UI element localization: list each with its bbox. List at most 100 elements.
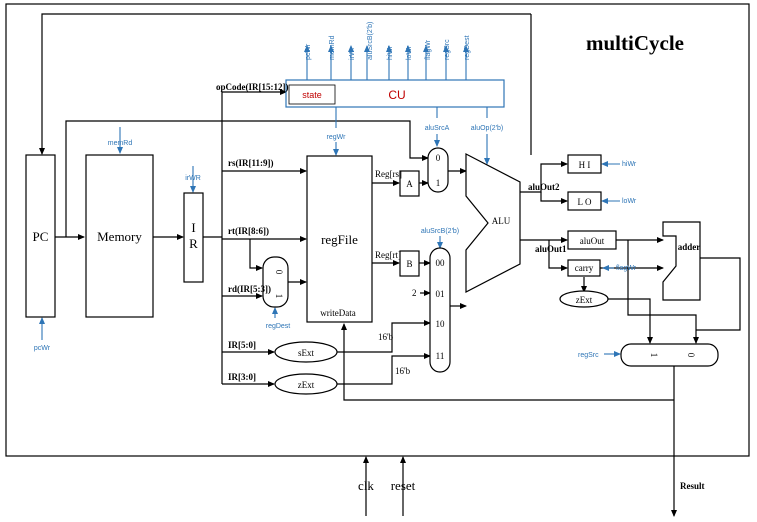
alu-block (465, 153, 521, 293)
regdest-mux-in1: 1 (274, 294, 284, 299)
zext-carry-block (559, 290, 609, 308)
cu-out-memrd-label: memRd (329, 35, 336, 60)
aluout1-label: aluOut1 (535, 244, 567, 254)
state-label: state (302, 90, 322, 100)
sext-label: sExt (298, 348, 315, 358)
pc-label: PC (33, 229, 49, 244)
sext-to-mux-wire (337, 320, 431, 353)
pc-top-feedback-wire (39, 13, 531, 155)
outer-frame (5, 3, 750, 457)
regdest-in-label: regDest (266, 323, 291, 330)
reg-rs-label: Reg[rs] (375, 169, 402, 179)
sext-block (274, 341, 338, 363)
result-label: Result (680, 481, 705, 491)
alusrcb-mux-in00: 00 (436, 258, 446, 268)
regsrc-in-label: regSrc (578, 352, 599, 359)
result-mux (620, 343, 719, 367)
reg-b-block (399, 250, 420, 277)
result-mux-in1: 1 (649, 353, 659, 358)
cu-out-irwr-label: irWr (349, 47, 356, 60)
zext-block (274, 373, 338, 395)
zext-carry-to-adder-wire (608, 298, 653, 344)
hi-block (567, 154, 602, 174)
result-mux-in0: 0 (686, 353, 696, 358)
aluout-down-wire (627, 240, 699, 344)
aluout-block (567, 230, 617, 250)
reg-rt-label: Reg[rt] (375, 250, 401, 260)
ir-label-bottom: R (189, 236, 198, 251)
aluout2-label: aluOut2 (528, 182, 560, 192)
flagwr-in-label: flagWr (616, 265, 637, 272)
ir-label-top: I (191, 220, 195, 235)
cu-out-hiwr-label: hiWr (387, 45, 394, 60)
rd-label: rd(IR[5:3]) (228, 284, 271, 294)
regdest-mux (262, 256, 289, 308)
cu-out-regdest-label: regDest (464, 35, 471, 60)
reg-a-label: A (406, 179, 413, 189)
bits16-a-label: 16'b (378, 332, 394, 342)
memrd-in-label: memRd (108, 140, 133, 147)
memory-block (85, 154, 154, 318)
alusrcb-mux-in10: 10 (436, 319, 446, 329)
pc-block (25, 154, 56, 318)
cu-out-alusrcb-label: aluSrcB(2'b) (367, 22, 374, 60)
ir30-label: IR[3:0] (228, 372, 256, 382)
cu-out-aluop-label: aluOp(2'b) (471, 125, 503, 132)
regfile-block (306, 155, 373, 323)
writedata-feedback-wire (341, 323, 674, 401)
alusrcb-mux-in11: 11 (436, 351, 445, 361)
bits16-b-label: 16'b (395, 366, 411, 376)
cu-out-alusrca-label: aluSrcA (425, 125, 450, 132)
lo-label: L O (578, 197, 592, 207)
cu-label: CU (388, 88, 405, 102)
pcwr-in-label: pcWr (34, 345, 51, 352)
alusrca-mux (427, 147, 449, 193)
carry-block (567, 259, 601, 277)
rt-label: rt(IR[8:6]) (228, 226, 269, 236)
opcode-label: opCode(IR[15:12]) (216, 82, 289, 92)
aluout1-to-carry-wire (548, 240, 568, 271)
aluout2-to-lo-wire (540, 192, 568, 204)
clk-label: clk (358, 478, 374, 493)
adder-to-result-mux-wire (696, 257, 741, 331)
carry-label: carry (575, 263, 594, 273)
regfile-label: regFile (321, 232, 358, 247)
zext-carry-label: zExt (576, 295, 593, 305)
cu-out-flagwr-label: flagWr (425, 39, 432, 60)
reset-label: reset (391, 478, 416, 493)
alusrcb-mux (429, 247, 451, 373)
alusrcb-mux-in01: 01 (436, 289, 445, 299)
hiwr-in-label: hiWr (622, 161, 637, 168)
cu-out-pcwr-label: pcWr (305, 43, 312, 60)
memory-label: Memory (97, 229, 142, 244)
adder-block (662, 221, 701, 301)
reg-a-block (399, 170, 420, 197)
writedata-label: writeData (320, 308, 355, 318)
rs-label: rs(IR[11:9]) (228, 158, 274, 168)
alu-label: ALU (492, 216, 511, 226)
alusrca-mux-in0: 0 (436, 153, 441, 163)
regdest-mux-in0: 0 (274, 270, 284, 275)
rt-to-dest-mux-wire (249, 239, 263, 271)
pc-to-alusrca-wire (65, 120, 429, 237)
alusrca-mux-in1: 1 (436, 178, 441, 188)
lowr-in-label: loWr (622, 198, 637, 205)
ir-block (183, 192, 204, 283)
hi-label: H I (579, 160, 591, 170)
zext-label: zExt (298, 380, 315, 390)
const-two-label: 2 (412, 288, 417, 298)
irwr-in-label: irWR (185, 175, 201, 182)
cu-out-lowr-label: loWr (406, 45, 413, 60)
aluout2-wire (520, 161, 568, 193)
ir50-label: IR[5:0] (228, 340, 256, 350)
alusrcb-in-label: aluSrcB(2'b) (421, 228, 459, 235)
lo-block (567, 191, 602, 211)
aluout-label: aluOut (580, 236, 605, 246)
cu-out-regwr-label: regWr (327, 134, 347, 141)
adder-label: adder (678, 242, 701, 252)
reg-b-label: B (406, 259, 412, 269)
cu-out-regsrc-label: regSrc (444, 39, 451, 60)
state-block (288, 84, 336, 105)
diagram-title: multiCycle (586, 31, 684, 55)
